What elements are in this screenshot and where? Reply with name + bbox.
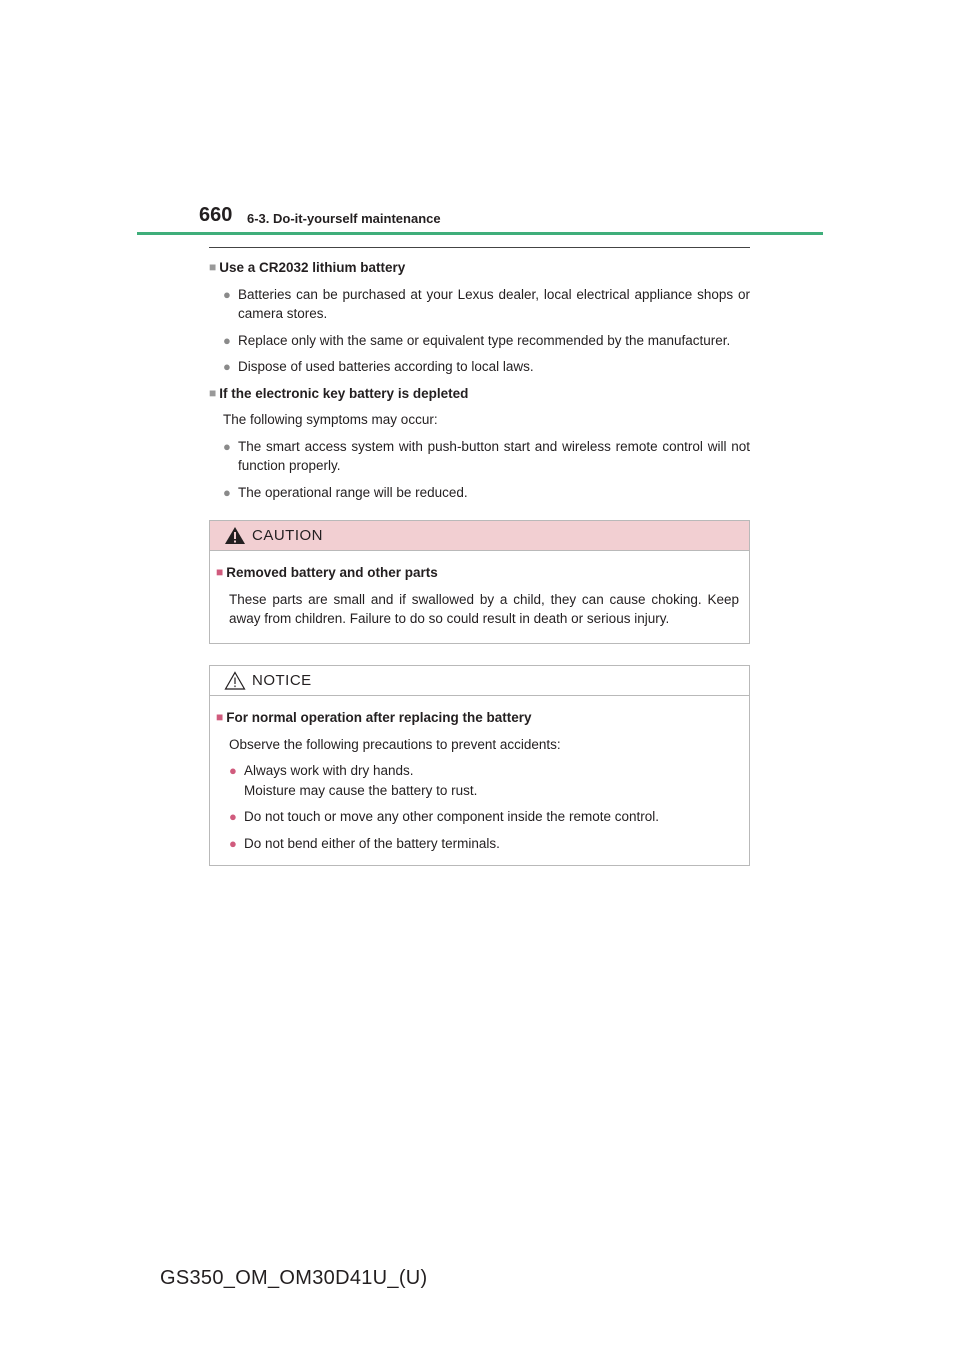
bullet-text: Replace only with the same or equivalent… [238,332,731,348]
section-heading: ■ Use a CR2032 lithium battery [209,258,750,278]
bullet-line: Moisture may cause the battery to rust. [244,782,478,798]
heading-text: If the electronic key battery is deplete… [219,385,469,401]
bullet-text: Always work with dry hands. Moisture may… [244,761,477,800]
heading-text: Use a CR2032 lithium battery [219,260,406,275]
notice-header: NOTICE [210,666,749,696]
section-heading: ■ If the electronic key battery is deple… [209,384,750,404]
page-number: 660 [199,204,233,226]
caution-box: CAUTION ■ Removed battery and other part… [209,520,750,644]
warning-triangle-icon [225,527,245,544]
list-item: ● Do not bend either of the battery term… [229,834,739,854]
list-item: ● Do not touch or move any other compone… [229,807,739,827]
caution-header: CAUTION [210,521,749,551]
square-bullet-icon: ■ [216,710,224,724]
square-bullet-icon: ■ [216,565,224,579]
round-bullet-icon: ● [223,286,231,302]
caution-title: CAUTION [252,527,323,544]
heading-text: For normal operation after replacing the… [226,710,532,725]
list-item: ● The operational range will be reduced. [223,483,750,503]
list-item: ● Always work with dry hands. Moisture m… [229,761,739,800]
round-bullet-icon: ● [223,438,231,454]
page-header: 660 6-3. Do-it-yourself maintenance [0,200,960,240]
bullet-text: The smart access system with push-button… [238,438,750,474]
square-bullet-icon: ■ [209,385,217,400]
document-code: GS350_OM_OM30D41U_(U) [160,1267,428,1289]
main-content: ■ Use a CR2032 lithium battery ● Batteri… [209,258,750,509]
bullet-text: Do not touch or move any other component… [244,809,659,824]
notice-body: ■ For normal operation after replacing t… [210,696,749,853]
notice-box: NOTICE ■ For normal operation after repl… [209,665,750,866]
caution-body: ■ Removed battery and other parts These … [210,551,749,629]
intro-text: The following symptoms may occur: [223,412,438,427]
notice-intro: Observe the following precautions to pre… [229,736,561,752]
round-bullet-icon: ● [229,809,237,824]
list-item: ● Batteries can be purchased at your Lex… [223,285,750,324]
notice-heading: ■ For normal operation after replacing t… [216,708,739,728]
bullet-text: Batteries can be purchased at your Lexus… [238,286,750,322]
heading-text: Removed battery and other parts [226,565,438,580]
bullet-text: The operational range will be reduced. [238,484,468,500]
bullet-text: Do not bend either of the battery termin… [244,835,500,851]
round-bullet-icon: ● [223,332,231,348]
list-item: ● The smart access system with push-butt… [223,437,750,476]
square-bullet-icon: ■ [209,260,217,274]
round-bullet-icon: ● [229,835,237,851]
caution-heading: ■ Removed battery and other parts [216,563,739,583]
round-bullet-icon: ● [223,484,231,500]
bullet-line: Always work with dry hands. [244,763,414,778]
notice-title: NOTICE [252,672,312,689]
content-rule [209,247,750,248]
bullet-text: Dispose of used batteries according to l… [238,359,534,374]
round-bullet-icon: ● [223,359,231,374]
list-item: ● Dispose of used batteries according to… [223,357,750,377]
caution-text: These parts are small and if swallowed b… [229,591,739,627]
list-item: ● Replace only with the same or equivale… [223,331,750,351]
warning-triangle-icon [224,671,246,690]
round-bullet-icon: ● [229,763,237,778]
section-title: 6-3. Do-it-yourself maintenance [247,211,441,226]
header-rule [137,232,823,235]
